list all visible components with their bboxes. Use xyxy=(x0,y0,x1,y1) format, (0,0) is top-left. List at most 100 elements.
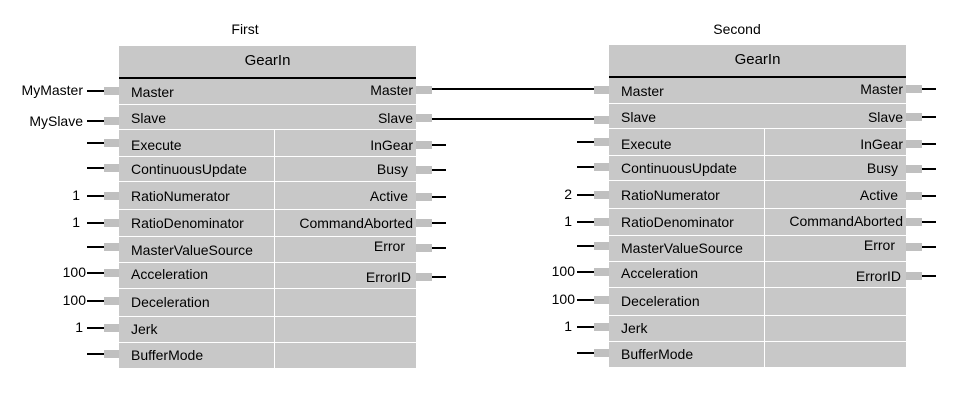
argument-label: 100 xyxy=(62,264,86,280)
input-wire xyxy=(87,142,104,144)
row-separator xyxy=(609,155,906,156)
output-connector xyxy=(906,272,922,280)
input-connector xyxy=(594,296,609,304)
row-separator xyxy=(119,209,416,210)
output-pin-error-id: ErrorID xyxy=(365,269,411,285)
output-pin-busy: Busy xyxy=(866,160,898,176)
input-connector xyxy=(594,349,609,357)
input-connector xyxy=(104,117,119,125)
input-wire xyxy=(577,299,594,301)
input-pin-deceleration: Deceleration xyxy=(621,293,700,309)
output-pin-error-id: ErrorID xyxy=(855,268,901,284)
block-type-label: GearIn xyxy=(244,52,291,69)
row-separator xyxy=(119,342,416,343)
input-connector xyxy=(594,323,609,331)
connection-slave xyxy=(432,118,594,120)
argument-label: 2 xyxy=(564,186,572,202)
input-wire xyxy=(577,194,594,196)
output-wire xyxy=(922,116,936,118)
input-wire xyxy=(577,326,594,328)
output-pin-error: Error xyxy=(373,238,405,254)
output-wire xyxy=(432,276,446,278)
input-wire xyxy=(577,221,594,223)
input-wire xyxy=(577,352,594,354)
argument-label: 1 xyxy=(75,319,83,335)
row-separator xyxy=(119,181,416,182)
output-connector xyxy=(906,243,922,251)
output-connector xyxy=(416,166,432,174)
input-pin-acceleration: Acceleration xyxy=(621,265,699,281)
output-pin-command-aborted: CommandAborted xyxy=(789,213,903,229)
argument-label: 100 xyxy=(551,263,575,279)
input-pin-execute: Execute xyxy=(131,137,182,153)
input-wire xyxy=(87,90,104,92)
row-separator xyxy=(119,236,416,237)
input-wire xyxy=(87,327,104,329)
input-pin-ratio-denominator: RatioDenominator xyxy=(621,214,734,230)
row-separator xyxy=(609,180,906,181)
argument-label: 1 xyxy=(72,187,80,203)
input-pin-master: Master xyxy=(131,84,174,100)
output-pin-error: Error xyxy=(863,237,895,253)
output-wire xyxy=(432,222,446,224)
output-pin-master: Master xyxy=(370,82,413,98)
argument-label: MyMaster xyxy=(21,82,83,98)
output-wire xyxy=(432,169,446,171)
output-connector xyxy=(906,218,922,226)
input-pin-buffer-mode: BufferMode xyxy=(131,347,204,363)
output-connector xyxy=(416,244,432,252)
output-connector xyxy=(906,140,922,148)
function-block-first: GearIn xyxy=(119,46,416,368)
row-separator xyxy=(609,235,906,236)
output-wire xyxy=(922,143,936,145)
input-pin-master-value-source: MasterValueSource xyxy=(621,240,743,256)
output-connector xyxy=(906,113,922,121)
input-pin-acceleration: Acceleration xyxy=(131,266,209,282)
input-connector xyxy=(594,116,609,124)
row-separator xyxy=(609,103,906,104)
input-connector xyxy=(594,242,609,250)
function-block-second: GearIn xyxy=(609,45,906,367)
input-wire xyxy=(577,245,594,247)
input-wire xyxy=(577,141,594,143)
input-connector xyxy=(104,324,119,332)
input-wire xyxy=(577,166,594,168)
input-connector xyxy=(594,218,609,226)
input-pin-slave: Slave xyxy=(621,109,657,125)
output-wire xyxy=(922,88,936,90)
input-connector xyxy=(594,163,609,171)
input-pin-master: Master xyxy=(621,83,664,99)
connection-master xyxy=(432,88,594,90)
input-pin-slave: Slave xyxy=(131,110,167,126)
output-pin-active: Active xyxy=(369,188,408,204)
output-connector xyxy=(416,219,432,227)
output-connector xyxy=(416,193,432,201)
output-pin-master: Master xyxy=(860,81,903,97)
row-separator xyxy=(609,261,906,262)
block-type-label: GearIn xyxy=(734,51,781,68)
output-connector xyxy=(906,192,922,200)
row-separator xyxy=(609,208,906,209)
column-divider xyxy=(764,129,765,367)
argument-label: 100 xyxy=(551,291,575,307)
input-pin-ratio-denominator: RatioDenominator xyxy=(131,215,244,231)
output-connector xyxy=(906,85,922,93)
output-connector xyxy=(416,141,432,149)
output-wire xyxy=(432,144,446,146)
row-separator xyxy=(609,315,906,316)
input-pin-jerk: Jerk xyxy=(621,320,648,336)
input-connector xyxy=(104,269,119,277)
row-separator xyxy=(119,129,416,130)
input-connector xyxy=(104,164,119,172)
input-connector xyxy=(594,86,609,94)
output-wire xyxy=(432,196,446,198)
output-wire xyxy=(922,246,936,248)
output-connector xyxy=(906,165,922,173)
input-wire xyxy=(87,300,104,302)
output-pin-busy: Busy xyxy=(376,161,408,177)
output-pin-in-gear: InGear xyxy=(370,137,413,153)
type-separator xyxy=(119,77,416,79)
argument-label: 1 xyxy=(564,213,572,229)
column-divider xyxy=(274,130,275,368)
row-separator xyxy=(609,287,906,288)
